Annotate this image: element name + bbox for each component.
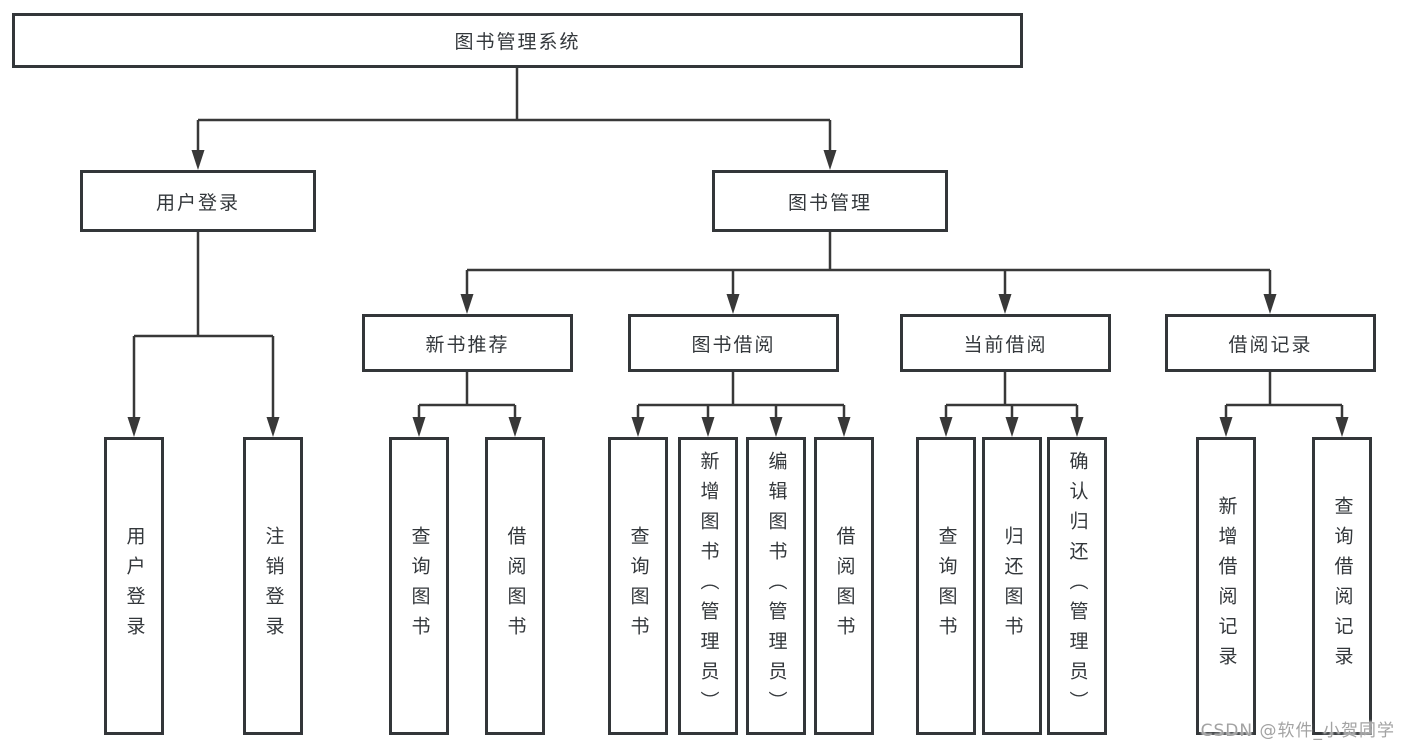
node-book-borrowing: 图书借阅 (628, 314, 839, 372)
leaf-label: 查询图书 (408, 526, 431, 646)
leaf-label: 查询图书 (935, 526, 958, 646)
leaf-query-books-borrow: 查询图书 (608, 437, 668, 735)
node-label: 新书推荐 (425, 333, 510, 356)
arrow-icon (508, 417, 522, 437)
connector-root-to-level2 (196, 68, 832, 152)
arrow-icon (191, 150, 205, 170)
connector-borrow-records-to-leaves (1224, 372, 1344, 420)
csdn-watermark: CSDN @软件_小贺同学 (1200, 721, 1395, 741)
leaf-query-borrow-record: 查询借阅记录 (1312, 437, 1372, 735)
node-library-management-system: 图书管理系统 (12, 13, 1023, 68)
leaf-add-borrow-record: 新增借阅记录 (1196, 437, 1256, 735)
arrow-icon (266, 417, 280, 437)
leaf-label: 注销登录 (262, 526, 285, 646)
node-new-book-recommendation: 新书推荐 (362, 314, 573, 372)
node-label: 用户登录 (155, 191, 240, 214)
arrow-icon (939, 417, 953, 437)
arrow-icon (701, 417, 715, 437)
connector-book-borrow-to-leaves (636, 372, 846, 420)
connector-book-mgmt-to-level3 (465, 232, 1272, 296)
arrow-icon (998, 294, 1012, 314)
node-user-login: 用户登录 (80, 170, 316, 232)
arrow-icon (1070, 417, 1084, 437)
leaf-label: 借阅图书 (504, 526, 527, 646)
connector-user-login-to-leaves (132, 232, 275, 420)
arrow-icon (1219, 417, 1233, 437)
arrow-icon (1263, 294, 1277, 314)
leaf-label: 借阅图书 (833, 526, 856, 646)
arrow-icon (837, 417, 851, 437)
leaf-query-books-recommend: 查询图书 (389, 437, 449, 735)
leaf-label: 编辑图书（管理员） (765, 451, 788, 721)
leaf-borrow-books-recommend: 借阅图书 (485, 437, 545, 735)
connector-current-borrow-to-leaves (944, 372, 1079, 420)
leaf-label: 新增图书（管理员） (697, 451, 720, 721)
node-label: 当前借阅 (963, 333, 1048, 356)
arrow-icon (1335, 417, 1349, 437)
leaf-user-login: 用户登录 (104, 437, 164, 735)
node-book-management: 图书管理 (712, 170, 948, 232)
node-label: 图书借阅 (691, 333, 776, 356)
leaf-query-books-current: 查询图书 (916, 437, 976, 735)
leaf-label: 用户登录 (123, 526, 146, 646)
leaf-confirm-return-admin: 确认归还（管理员） (1047, 437, 1107, 735)
node-current-borrowing: 当前借阅 (900, 314, 1111, 372)
arrow-icon (769, 417, 783, 437)
arrow-icon (460, 294, 474, 314)
arrowheads (127, 150, 1349, 437)
leaf-label: 新增借阅记录 (1215, 496, 1238, 676)
arrow-icon (631, 417, 645, 437)
arrow-icon (127, 417, 141, 437)
arrow-icon (823, 150, 837, 170)
node-label: 图书管理 (787, 191, 872, 214)
leaf-borrow-books: 借阅图书 (814, 437, 874, 735)
arrow-icon (412, 417, 426, 437)
connector-new-book-rec-to-leaves (417, 372, 517, 420)
leaf-add-books-admin: 新增图书（管理员） (678, 437, 738, 735)
leaf-edit-books-admin: 编辑图书（管理员） (746, 437, 806, 735)
leaf-label: 确认归还（管理员） (1066, 451, 1089, 721)
node-borrowing-records: 借阅记录 (1165, 314, 1376, 372)
leaf-logout: 注销登录 (243, 437, 303, 735)
node-label: 借阅记录 (1228, 333, 1313, 356)
arrow-icon (726, 294, 740, 314)
leaf-return-books: 归还图书 (982, 437, 1042, 735)
leaf-label: 查询图书 (627, 526, 650, 646)
leaf-label: 归还图书 (1001, 526, 1024, 646)
leaf-label: 查询借阅记录 (1331, 496, 1354, 676)
node-label: 图书管理系统 (454, 31, 581, 53)
arrow-icon (1005, 417, 1019, 437)
